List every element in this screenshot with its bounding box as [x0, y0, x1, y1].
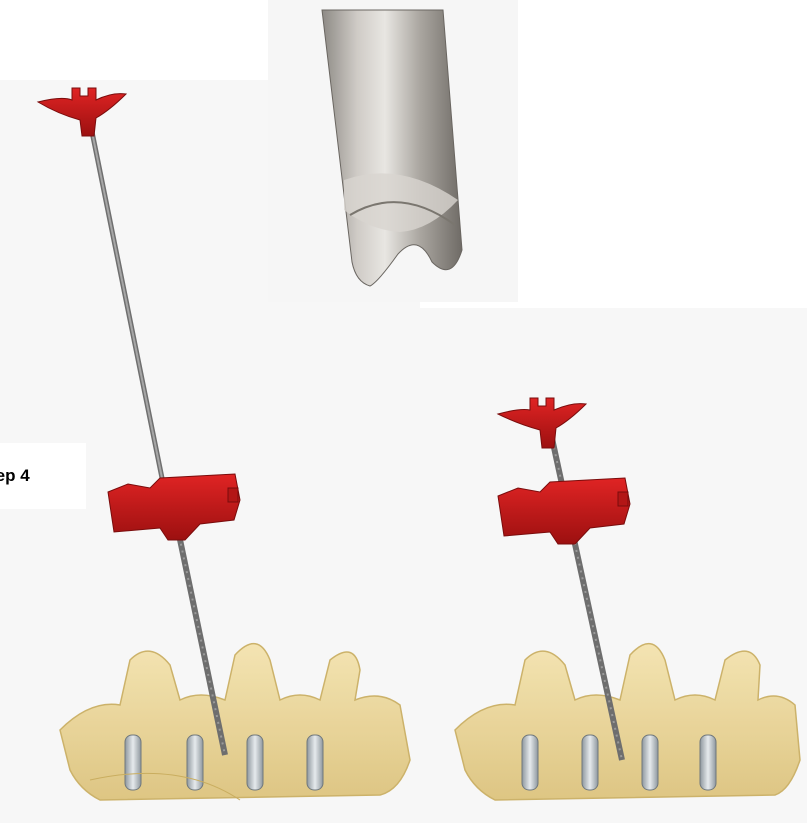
step-label-text: tep 4: [0, 466, 30, 486]
spine-left: [60, 644, 410, 800]
step-label: tep 4: [0, 443, 86, 509]
spine-right: [455, 644, 800, 800]
stylet-left: [38, 88, 162, 478]
needle-tip-closeup: [322, 10, 462, 286]
